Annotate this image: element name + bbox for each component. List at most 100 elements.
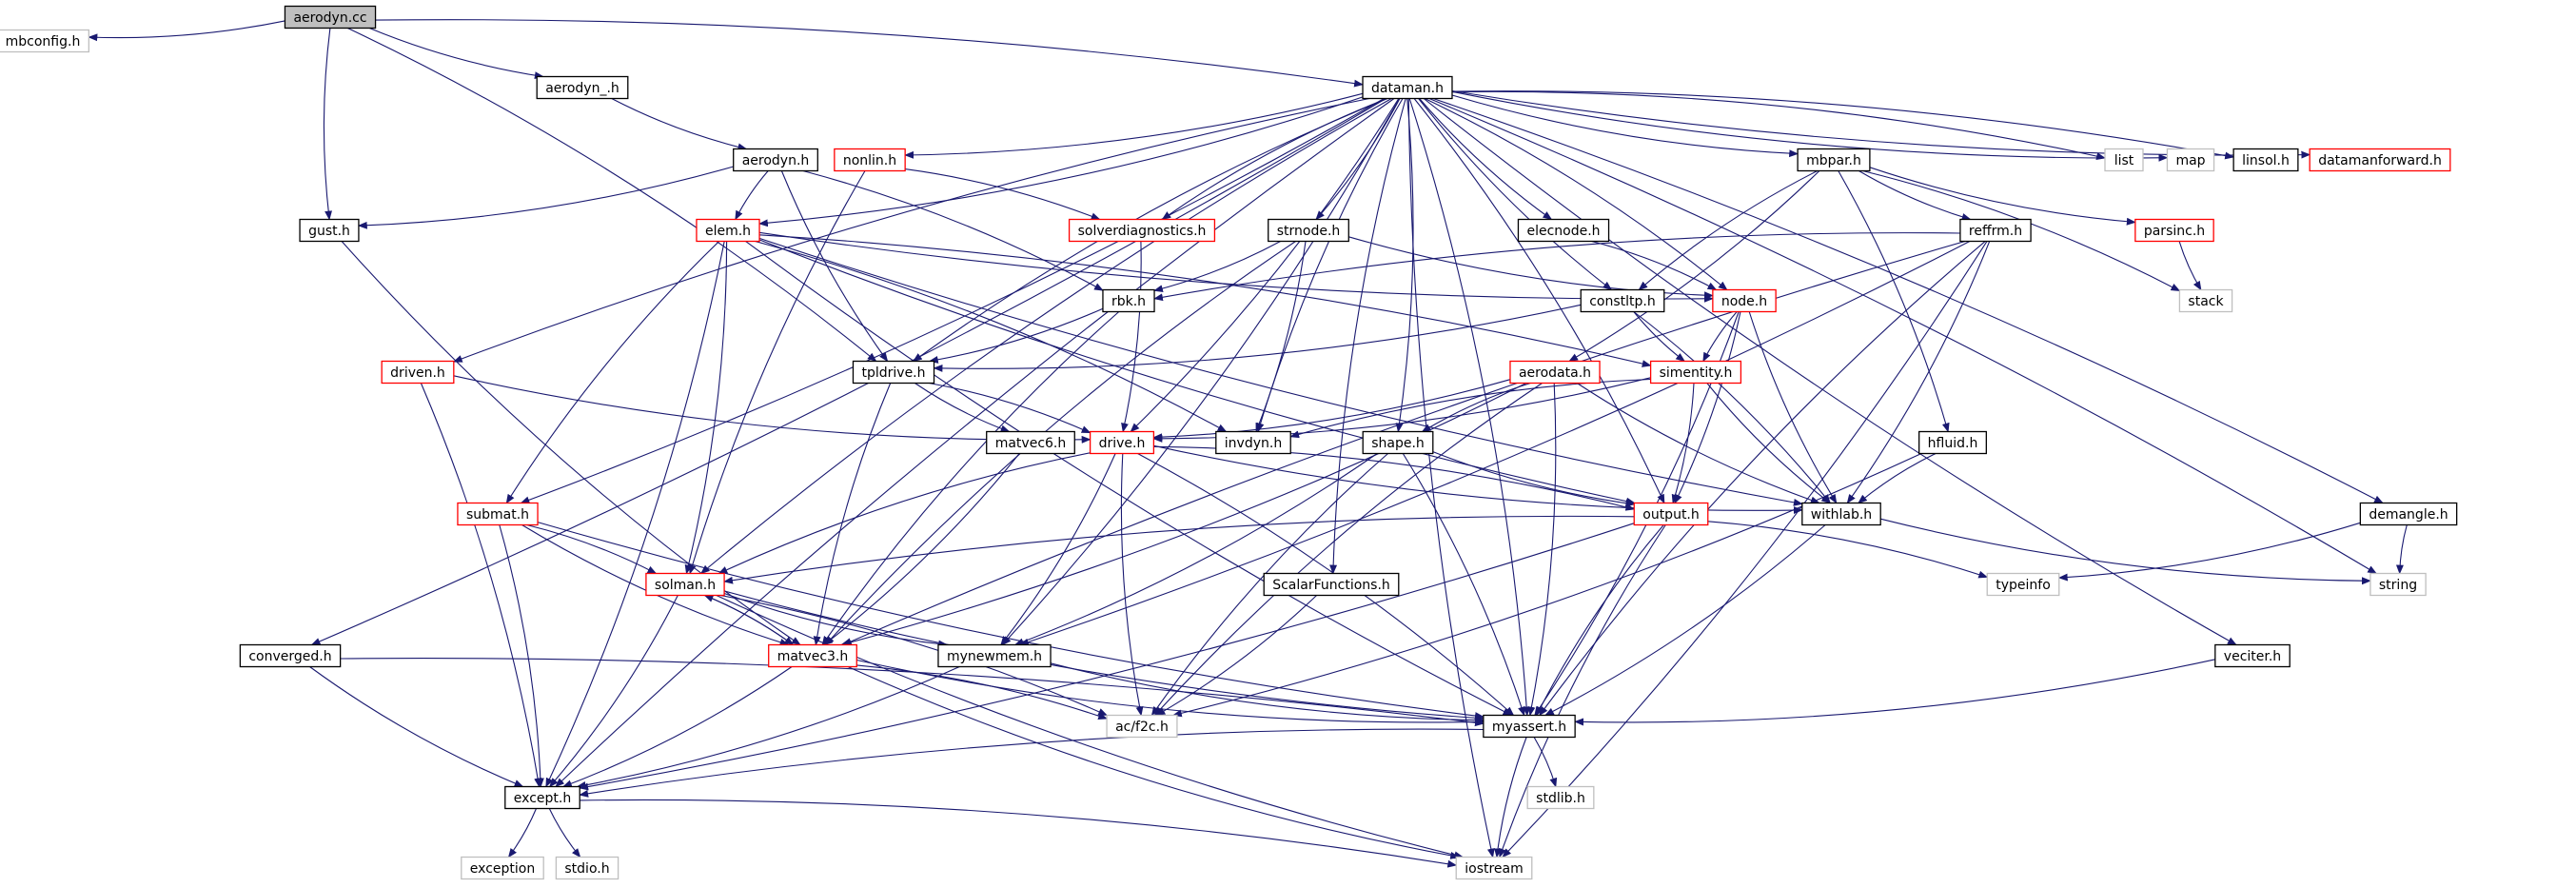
node-mbconfig[interactable]: mbconfig.h [0,29,90,53]
node-box [1215,430,1291,455]
node-aerodyn-cc[interactable]: aerodyn.cc [284,5,377,30]
edge-solman-to-iostream [716,595,1465,859]
node-box [1068,218,1216,243]
edge-driven-to-except [420,383,542,788]
node-scalarfn[interactable]: ScalarFunctions.h [1263,572,1400,597]
node-veciter[interactable]: veciter.h [2214,643,2291,668]
node-box [2178,288,2233,313]
node-typeinfo[interactable]: typeinfo [1986,572,2060,597]
node-label: stdlib.h [1536,791,1585,806]
node-box [2359,502,2458,526]
node-label: datamanforward.h [2318,153,2442,168]
node-box [645,572,725,597]
node-except[interactable]: except.h [504,785,580,810]
node-matvec6[interactable]: matvec6.h [986,430,1075,455]
node-matvec3[interactable]: matvec3.h [768,643,857,668]
edge-constltp-to-tpldrive [933,304,1582,372]
node-invdyn[interactable]: invdyn.h [1215,430,1291,455]
node-label: solverdiagnostics.h [1078,224,1207,239]
node-datamanfwd[interactable]: datamanforward.h [2309,148,2451,172]
node-nonlin[interactable]: nonlin.h [834,148,906,172]
edge-solman-to-except [549,595,678,788]
node-converged[interactable]: converged.h [239,643,342,668]
node-constltp[interactable]: constltp.h [1580,288,1665,313]
node-drive[interactable]: drive.h [1089,430,1155,455]
node-box [461,856,544,880]
node-node[interactable]: node.h [1712,288,1777,313]
edge-mbpar-to-aerodata [1568,170,1820,363]
node-box [2232,148,2299,172]
edge-simentity-to-invdyn [1289,378,1651,439]
node-label: exception [470,861,535,877]
edge-dataman-to-linsol [1451,90,2235,160]
node-demangle[interactable]: demangle.h [2359,502,2458,526]
node-solverdiag[interactable]: solverdiagnostics.h [1068,218,1216,243]
node-tpldrive[interactable]: tpldrive.h [852,360,935,385]
edge-drive-to-solman [718,452,1091,574]
node-exception[interactable]: exception [461,856,544,880]
node-elem[interactable]: elem.h [696,218,760,243]
node-dataman[interactable]: dataman.h [1362,75,1453,100]
node-map[interactable]: map [2166,148,2215,172]
node-aerodata[interactable]: aerodata.h [1509,360,1601,385]
node-box [1509,360,1601,385]
node-box [2214,643,2291,668]
edge-elem-to-simentity [758,234,1652,367]
edge-scalarfn-to-ac-f2c [1155,595,1317,716]
edge-dataman-to-shape [1395,98,1414,433]
node-gust[interactable]: gust.h [299,218,360,243]
node-mbpar[interactable]: mbpar.h [1797,148,1871,172]
node-withlab[interactable]: withlab.h [1801,502,1881,526]
node-shape[interactable]: shape.h [1362,430,1434,455]
node-box [2309,148,2451,172]
node-string[interactable]: string [2370,572,2427,597]
node-solman[interactable]: solman.h [645,572,725,597]
node-aerodyn-h[interactable]: aerodyn.h [733,148,818,172]
node-stack[interactable]: stack [2178,288,2233,313]
node-box [536,75,629,100]
node-label: except.h [514,791,571,806]
node-box [2104,148,2144,172]
node-rbk[interactable]: rbk.h [1102,288,1155,313]
edge-dataman-to-elecnode [1419,98,1553,221]
node-stdlib[interactable]: stdlib.h [1526,785,1595,810]
edge-converged-to-except [309,666,524,788]
node-elecnode[interactable]: elecnode.h [1517,218,1610,243]
node-driven[interactable]: driven.h [381,360,455,385]
edge-elem-to-output [758,239,1636,505]
node-box [1959,218,2032,243]
node-output[interactable]: output.h [1633,502,1709,526]
node-box [1102,288,1155,313]
node-parsinc[interactable]: parsinc.h [2134,218,2214,243]
node-label: node.h [1721,294,1767,309]
node-linsol[interactable]: linsol.h [2232,148,2299,172]
node-mynewmem[interactable]: mynewmem.h [937,643,1052,668]
node-aerodyn--h[interactable]: aerodyn_.h [536,75,629,100]
edge-mynewmem-to-myassert [1050,662,1485,724]
node-hfluid[interactable]: hfluid.h [1918,430,1987,455]
edge-submat-to-except [499,524,544,788]
edge-dataman-to-scalarfn [1329,98,1406,575]
edge-aerodyn-cc-to-tpldrive [347,28,877,363]
node-ac-f2c[interactable]: ac/f2c.h [1106,714,1178,739]
node-box [2166,148,2215,172]
node-simentity[interactable]: simentity.h [1649,360,1742,385]
node-reffrm[interactable]: reffrm.h [1959,218,2032,243]
edge-matvec3-to-solman [703,594,794,645]
node-box [1986,572,2060,597]
edge-rbk-to-matvec3 [821,311,1120,646]
node-iostream[interactable]: iostream [1455,856,1533,880]
node-label: matvec3.h [777,649,849,664]
edge-node-to-output [1674,311,1741,504]
node-box [2370,572,2427,597]
edge-strnode-to-matvec3 [824,241,1296,646]
edge-drive-to-output [1153,445,1636,511]
node-box [852,360,935,385]
node-list[interactable]: list [2104,148,2144,172]
node-strnode[interactable]: strnode.h [1268,218,1349,243]
node-myassert[interactable]: myassert.h [1483,714,1576,739]
node-label: string [2379,578,2417,593]
node-stdio[interactable]: stdio.h [555,856,619,880]
node-submat[interactable]: submat.h [457,502,539,526]
